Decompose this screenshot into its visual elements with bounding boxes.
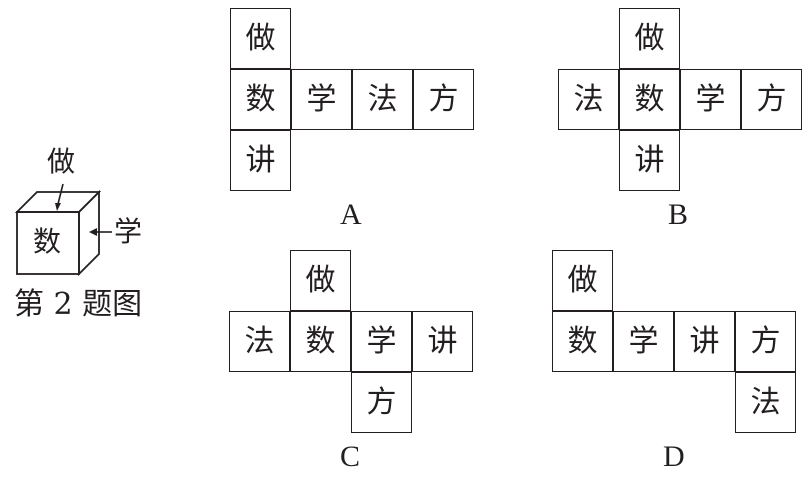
net-d-cell: 学 xyxy=(613,311,674,372)
right-arrow-head xyxy=(89,228,97,236)
net-b-cell: 方 xyxy=(741,69,802,130)
net-b-cell: 讲 xyxy=(619,130,680,191)
top-arrow-line xyxy=(57,183,64,205)
net-a-cell: 方 xyxy=(413,69,474,130)
net-b-cell: 法 xyxy=(558,69,619,130)
net-c-cell: 学 xyxy=(351,311,412,372)
net-d-cell: 方 xyxy=(735,311,796,372)
figure-caption: 第 2 题图 xyxy=(14,287,143,322)
net-c-cell: 做 xyxy=(290,250,351,311)
cube-right-label: 学 xyxy=(114,215,143,248)
net-c-cell: 法 xyxy=(229,311,290,372)
net-d-cell: 做 xyxy=(552,250,613,311)
net-b-cell: 数 xyxy=(619,69,680,130)
net-b-cell: 做 xyxy=(619,8,680,69)
net-d-cell: 法 xyxy=(735,372,796,433)
net-a-cell: 学 xyxy=(291,69,352,130)
net-d-cell: 讲 xyxy=(674,311,735,372)
option-a-label: A xyxy=(340,198,362,231)
net-c-cell: 数 xyxy=(290,311,351,372)
net-c-cell: 方 xyxy=(351,372,412,433)
cube-front-label: 数 xyxy=(33,225,62,258)
option-b-label: B xyxy=(668,198,689,231)
option-d-label: D xyxy=(663,440,685,473)
net-a-cell: 讲 xyxy=(230,130,291,191)
top-arrow-head xyxy=(55,203,61,211)
net-b-cell: 学 xyxy=(680,69,741,130)
net-a-cell: 数 xyxy=(230,69,291,130)
net-a-cell: 法 xyxy=(352,69,413,130)
cube-top-label: 做 xyxy=(47,145,76,178)
option-c-label: C xyxy=(340,440,361,473)
net-d-cell: 数 xyxy=(552,311,613,372)
net-c-cell: 讲 xyxy=(412,311,473,372)
net-a-cell: 做 xyxy=(230,8,291,69)
